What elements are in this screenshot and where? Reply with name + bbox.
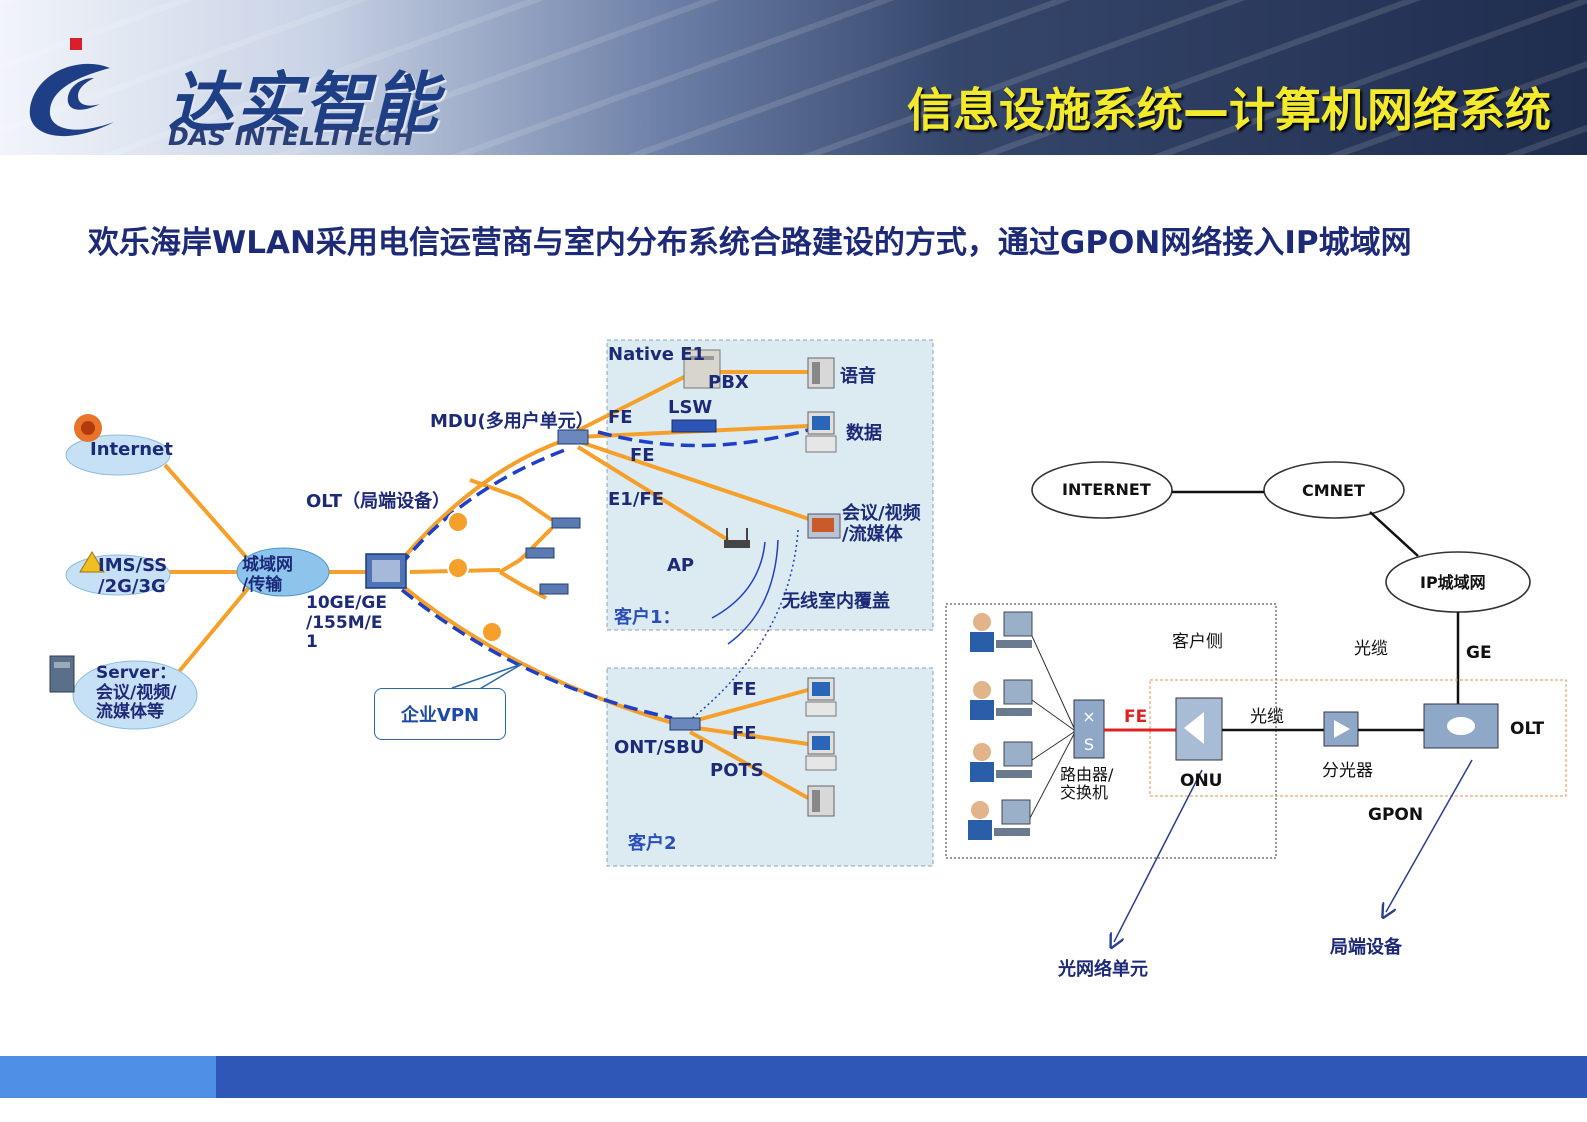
phone-voice-icon — [807, 357, 835, 389]
computer-data-icon — [805, 411, 837, 453]
pots-label: POTS — [710, 760, 764, 781]
data-label: 数据 — [846, 423, 882, 444]
customer1-label: 客户1： — [614, 607, 681, 628]
server-cloud-icon — [49, 655, 198, 730]
fe-label-2: FE — [630, 445, 655, 466]
header-banner: 达实智能 DAS INTELLITECH 信息设施系统—计算机网络系统 — [0, 0, 1587, 155]
pbx-icon — [683, 349, 721, 389]
lsw-switch-icon — [671, 419, 717, 433]
internet-cloud-icon — [65, 414, 171, 476]
onu-label: ONU — [1180, 771, 1223, 791]
footer-bar-light — [0, 1056, 216, 1098]
onu-device-icon — [1175, 697, 1223, 761]
internet-right-label: INTERNET — [1062, 480, 1151, 499]
page-title: 信息设施系统—计算机网络系统 — [907, 83, 1551, 137]
conference-label: 会议/视频 /流媒体 — [842, 503, 921, 545]
ims-cloud-icon — [65, 551, 171, 596]
splitter-icons — [447, 511, 503, 643]
mdu-device-icon — [557, 429, 589, 445]
router-switch-icon: ⨯ S — [1073, 699, 1105, 759]
phone-pots-icon — [807, 785, 835, 817]
internet-label: Internet — [90, 439, 173, 460]
olt-right-label: OLT — [1510, 719, 1545, 739]
splitter-device-icon — [1323, 711, 1359, 747]
cmnet-cloud — [1263, 461, 1405, 519]
company-logo-icon — [29, 38, 114, 137]
ont-label: ONT/SBU — [614, 737, 705, 758]
cmnet-label: CMNET — [1302, 481, 1365, 500]
voice-label: 语音 — [840, 366, 876, 387]
ip-metro-label: IP城域网 — [1420, 573, 1486, 592]
fe-right-label: FE — [1124, 707, 1148, 727]
video-conference-icon — [807, 513, 841, 539]
vpn-dashed-links — [398, 428, 809, 720]
keyboard-background — [0, 0, 1587, 155]
router-switch-label: 路由器/ 交换机 — [1060, 765, 1114, 803]
olt-device-icon-right — [1423, 703, 1499, 749]
footer-bar-dark — [216, 1056, 1587, 1098]
computer-fe1-icon — [805, 677, 837, 717]
fe-label-1: FE — [608, 407, 633, 428]
brand-name-cn: 达实智能 — [168, 65, 440, 142]
ge-label: GE — [1466, 643, 1492, 663]
user-workstation-icons — [968, 611, 1033, 840]
metro-network-cloud-icon — [236, 547, 330, 597]
native-e1-label: Native E1 — [608, 344, 706, 365]
fe-label-4: FE — [732, 723, 757, 744]
metro-label: 城域网 /传输 — [242, 555, 293, 595]
olt-caption: 局端设备 — [1330, 937, 1402, 958]
right-clouds — [1031, 461, 1531, 613]
vpn-callout-pointer — [451, 663, 523, 691]
fe-label-3: FE — [732, 679, 757, 700]
ap-icon — [724, 528, 750, 548]
wireless-coverage-label: 无线室内覆盖 — [782, 591, 890, 612]
svg-text:S: S — [1084, 735, 1094, 754]
internet-cloud-right — [1031, 461, 1173, 519]
computer-fe2-icon — [805, 731, 837, 771]
ap-label: AP — [667, 555, 695, 576]
slide-headline: 欢乐海岸WLAN采用电信运营商与室内分布系统合路建设的方式，通过GPON网络接入… — [88, 225, 1412, 261]
svg-text:⨯: ⨯ — [1082, 707, 1095, 726]
pbx-label: PBX — [708, 372, 749, 393]
ims-label: IMS/SS /2G/3G — [98, 555, 168, 597]
wireless-waves — [689, 529, 799, 721]
e1-fe-label: E1/FE — [608, 489, 664, 510]
ont-device-icon — [669, 717, 701, 731]
user-links — [1029, 635, 1075, 819]
customer-side-label: 客户侧 — [1172, 632, 1223, 652]
brand-name-en: DAS INTELLITECH — [168, 122, 414, 151]
mdu-label: MDU(多用户单元） — [430, 411, 594, 432]
vpn-callout: 企业VPN — [374, 688, 506, 740]
cable-label: 光缆 — [1250, 707, 1284, 727]
server-label: Server： 会议/视频/ 流媒体等 — [96, 663, 177, 723]
customer2-label: 客户2 — [628, 833, 677, 854]
endpoint-device-icons — [525, 517, 581, 595]
onu-caption: 光网络单元 — [1058, 959, 1148, 980]
cable-top-label: 光缆 — [1354, 639, 1388, 659]
lsw-label: LSW — [668, 397, 713, 418]
gpon-box — [1149, 679, 1567, 797]
olt-rate-label: 10GE/GE /155M/E 1 — [306, 593, 387, 653]
olt-device-icon — [365, 553, 407, 589]
splitter-label: 分光器 — [1322, 761, 1373, 781]
gpon-label: GPON — [1368, 805, 1424, 825]
olt-label: OLT（局端设备） — [306, 491, 451, 512]
